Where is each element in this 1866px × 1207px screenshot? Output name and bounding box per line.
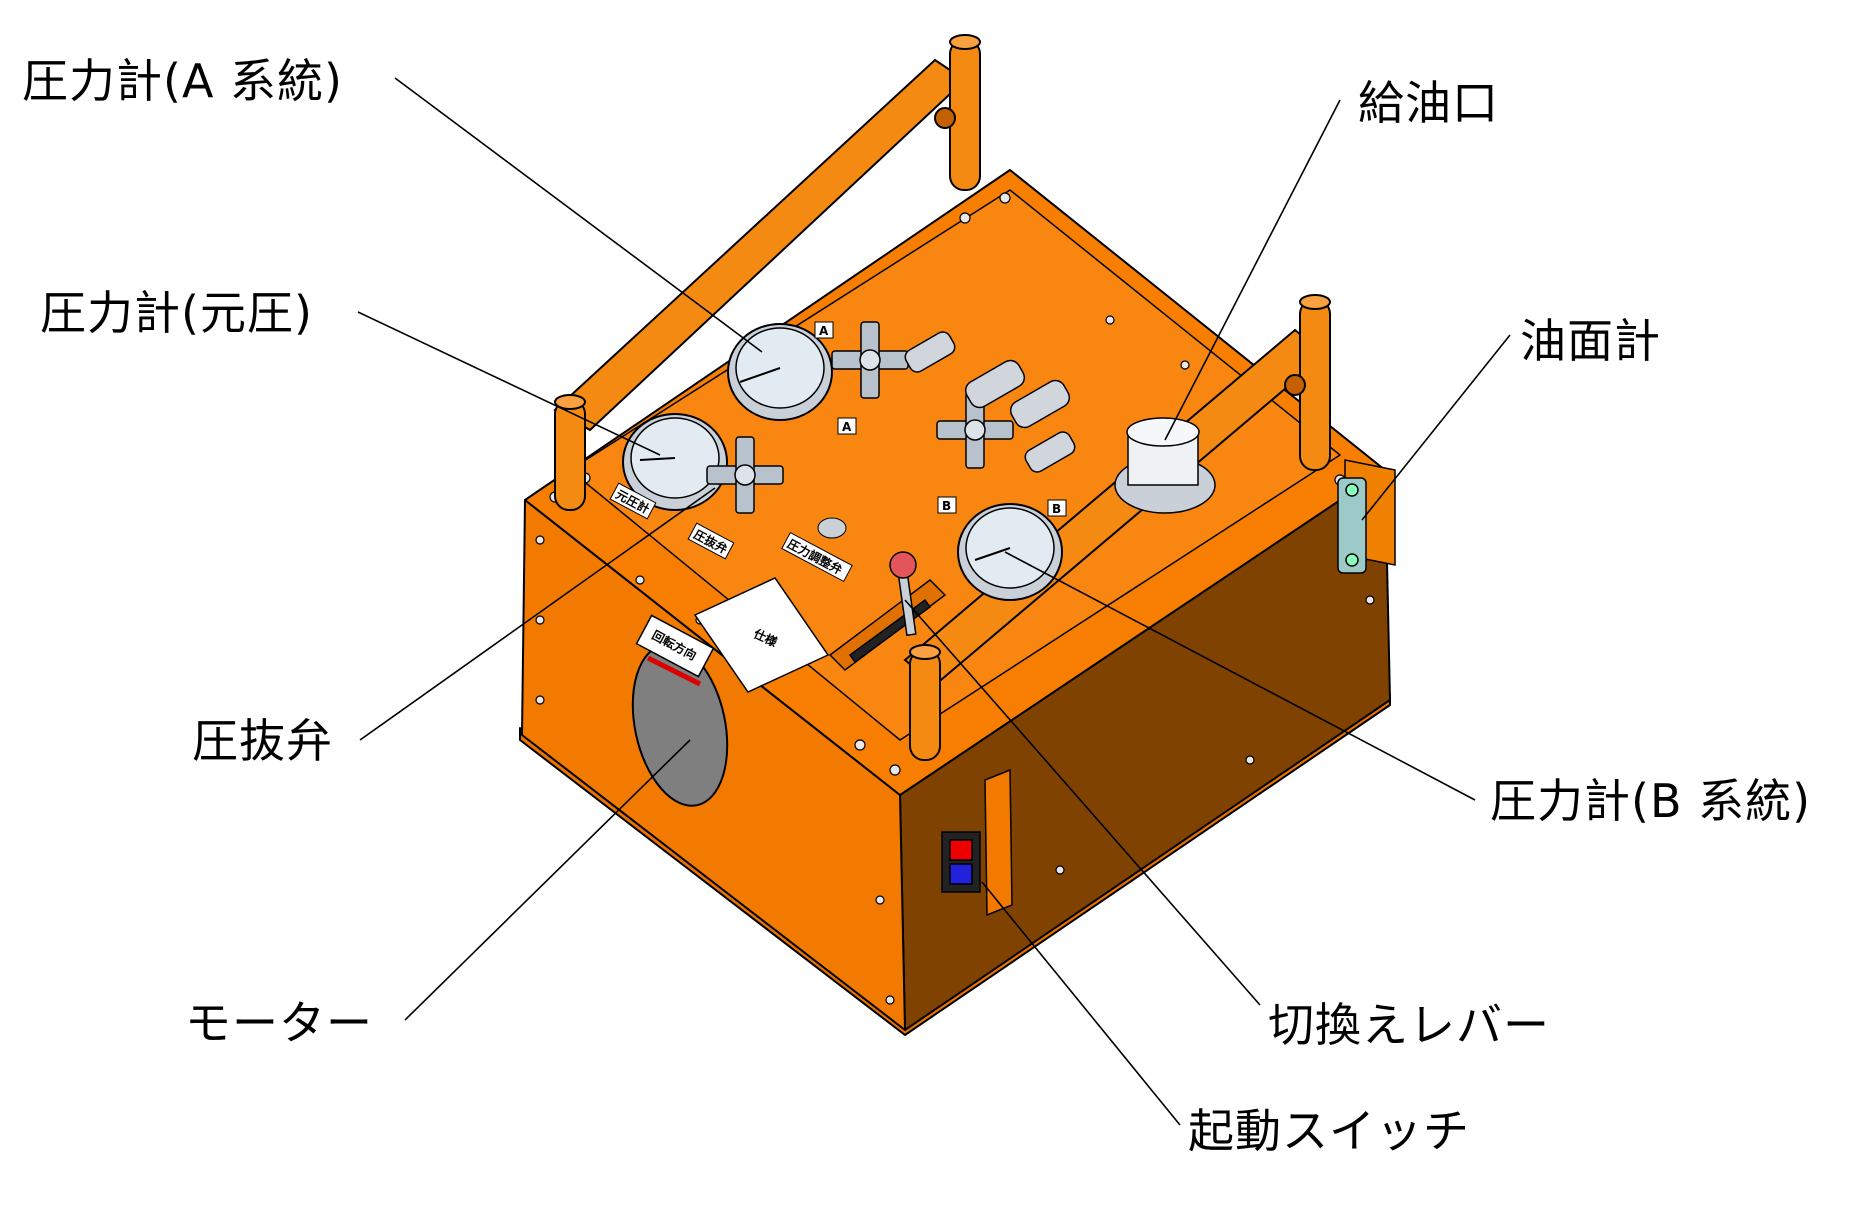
label-gauge-b: 圧力計(B 系統) [1490, 774, 1812, 828]
label-lever: 切換えレバー [1268, 998, 1550, 1052]
unit-body [519, 169, 1391, 1036]
leader-oil-level [1361, 334, 1511, 521]
gauge-a [727, 323, 833, 421]
label-start-switch: 起動スイッチ [1188, 1104, 1470, 1158]
spec-plate: 仕様 [693, 577, 830, 693]
gauge-b [957, 503, 1063, 601]
label-relief-valve: 圧抜弁 [192, 714, 333, 768]
leader-relief-valve [359, 487, 716, 741]
gauge-source [622, 413, 728, 511]
label-motor: モーター [185, 996, 373, 1050]
label-oil-inlet: 給油口 [1358, 76, 1499, 130]
port-a-label: A [819, 324, 829, 338]
leader-gauge-source [357, 311, 661, 456]
port-plates: A A B B [814, 321, 1067, 517]
label-gauge-source: 圧力計(元圧) [40, 286, 313, 340]
oil-level-gauge [1337, 459, 1396, 574]
leader-oil-inlet [1164, 99, 1341, 441]
port-b-label-2: B [1052, 502, 1061, 516]
valve-b [936, 391, 1014, 469]
valve-relief [706, 436, 784, 514]
label-oil-level: 油面計 [1520, 314, 1661, 368]
leader-lines [357, 77, 1511, 1126]
rotation-arrow [646, 655, 702, 687]
leader-start-switch [981, 881, 1181, 1126]
label-gauge-a: 圧力計(A 系統) [22, 54, 343, 108]
oil-inlet [1114, 417, 1216, 514]
port-b-label: B [942, 499, 951, 513]
start-switch [941, 768, 1013, 917]
leader-lever [904, 599, 1261, 1006]
leader-gauge-a [394, 77, 763, 353]
leader-gauge-b [1004, 551, 1476, 801]
handle-bar-back [553, 34, 981, 511]
valve-handles [706, 321, 1076, 514]
couplers [904, 331, 1076, 473]
port-a-label-2: A [842, 420, 852, 434]
leader-motor [404, 739, 691, 1021]
rotation-direction-plate [635, 614, 715, 678]
switching-lever [828, 551, 947, 671]
